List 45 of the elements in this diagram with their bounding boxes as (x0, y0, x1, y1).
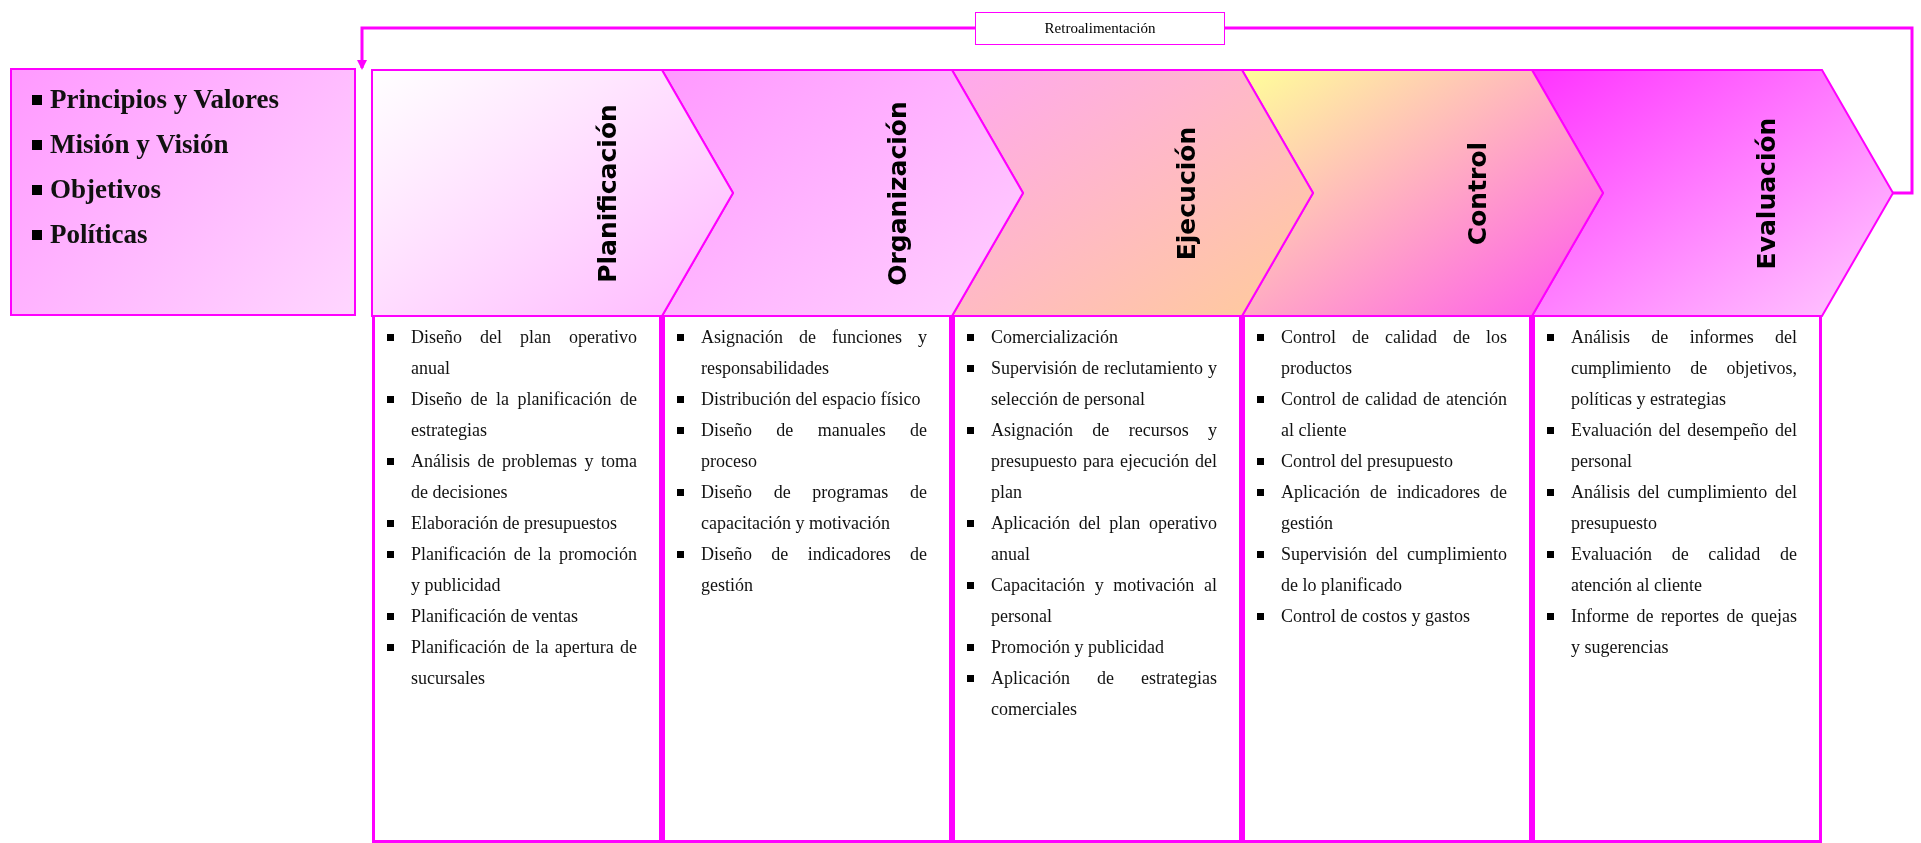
bullet-item: Planificación de la promoción y publicidad (411, 543, 637, 597)
list-panel (952, 316, 1242, 843)
bullet-item: Evaluación de calidad de atención al cliente (1571, 543, 1797, 597)
bullet-item: Elaboración de presupuestos (411, 512, 618, 535)
bullet-item: Aplicación de indicadores de gestión (1281, 481, 1507, 535)
bullet-item: Planificación de ventas (411, 605, 579, 628)
bullet-item: Planificación de la apertura de sucursales (411, 636, 637, 690)
list-panel (1242, 316, 1532, 843)
bullet-item: Comercialización (991, 326, 1119, 349)
bullet-item: Control de costos y gastos (1281, 605, 1471, 628)
bullet-item: Aplicación de estrategias comerciales (991, 667, 1217, 721)
bullet-item: Objetivos (50, 174, 162, 205)
list-panel (1532, 316, 1822, 843)
bullet-item: Supervisión de reclutamiento y selección de personal (991, 357, 1217, 411)
stage-title: Control (1462, 141, 1492, 245)
bullet-item: Misión y Visión (50, 129, 230, 160)
bullet-item: Distribución del espacio físico (701, 388, 922, 411)
bullet-item: Asignación de recursos y presupuesto para ejecución del plan (991, 419, 1217, 504)
stage-title: Organización (882, 100, 912, 286)
bullet-item: Políticas (50, 219, 149, 250)
bullet-item: Análisis de informes del cumplimiento de objetivos, políticas y estrategias (1571, 326, 1797, 411)
bullet-item: Principios y Valores (50, 84, 281, 115)
bullet-item: Evaluación del desempeño del personal (1571, 419, 1797, 473)
bullet-item: Diseño de indicadores de gestión (701, 543, 927, 597)
bullet-item: Asignación de funciones y responsabilidades (701, 326, 927, 380)
bullet-item: Diseño de la planificación de estrategias (411, 388, 637, 442)
list-panel (372, 316, 662, 843)
bullet-item: Capacitación y motivación al personal (991, 574, 1217, 628)
bullet-item: Supervisión del cumplimiento de lo planificado (1281, 543, 1507, 597)
stage-title: Evaluación (1752, 117, 1782, 269)
bullet-item: Análisis de problemas y toma de decisiones (411, 450, 637, 504)
stage-title: Ejecución (1172, 126, 1202, 260)
bullet-item: Promoción y publicidad (991, 636, 1165, 659)
edge-label: Retroalimentación (975, 12, 1225, 45)
bullet-item: Informe de reportes de quejas y sugerencias (1571, 605, 1797, 659)
bullet-item: Diseño de programas de capacitación y motivación (701, 481, 927, 535)
bullet-item: Diseño del plan operativo anual (411, 326, 637, 380)
bullet-item: Control del presupuesto (1281, 450, 1454, 473)
bullet-item: Análisis del cumplimiento del presupuesto (1571, 481, 1797, 535)
bullet-item: Control de calidad de los productos (1281, 326, 1507, 380)
bullet-item: Diseño de manuales de proceso (701, 419, 927, 473)
principles-box (10, 68, 356, 316)
bullet-item: Aplicación del plan operativo anual (991, 512, 1217, 566)
list-panel (662, 316, 952, 843)
bullet-item: Control de calidad de atención al cliente (1281, 388, 1507, 442)
